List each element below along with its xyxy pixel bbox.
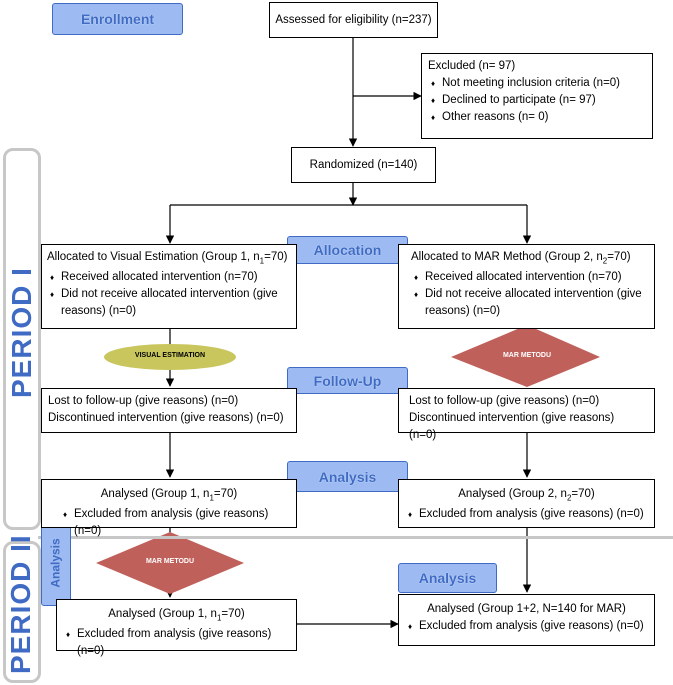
stage-analysis-vertical: Analysis	[41, 519, 71, 606]
excluded-title: Excluded (n= 97)	[428, 60, 516, 72]
excluded-box: Excluded (n= 97) Not meeting inclusion c…	[421, 53, 653, 139]
group1-allocation-box: Allocated to Visual Estimation (Group 1,…	[41, 244, 297, 329]
followup-right-box: Lost to follow-up (give reasons) (n=0) D…	[398, 388, 655, 441]
mar-diamond-period2	[96, 532, 244, 594]
analysis-p1-left-excluded: Excluded from analysis (give reasons) (n…	[60, 506, 290, 540]
mar-tag-period1: MAR METODU	[502, 352, 552, 359]
excluded-item: Declined to participate (n= 97)	[428, 92, 646, 109]
group1-allocation-item: Did not receive allocated intervention (…	[47, 286, 291, 320]
followup-left-lost: Lost to follow-up (give reasons) (n=0)	[48, 395, 239, 407]
group2-allocation-item: Received allocated intervention (n=70)	[411, 269, 649, 286]
excluded-item: Not meeting inclusion criteria (n=0)	[428, 75, 646, 92]
analysis-p1-left-title: Analysed (Group 1, n1=70)	[100, 488, 238, 503]
analysis-p1-right-title: Analysed (Group 2, n2=70)	[458, 488, 595, 503]
analysis-p2-left-box: Analysed (Group 1, n1=70) Excluded from …	[56, 599, 297, 657]
period2-label: PERIOD II	[5, 534, 36, 674]
group1-allocation-item: Received allocated intervention (n=70)	[47, 269, 291, 286]
mar-diamond-period1	[451, 325, 600, 387]
followup-left-box: Lost to follow-up (give reasons) (n=0) D…	[41, 388, 297, 433]
analysis-p2-right-title: Analysed (Group 1+2, N=140 for MAR)	[427, 603, 626, 615]
stage-allocation: Allocation	[287, 236, 408, 264]
analysis-p2-left-excluded: Excluded from analysis (give reasons) (n…	[63, 626, 290, 660]
group2-allocation-item: Did not receive allocated intervention (…	[411, 286, 649, 320]
excluded-item: Other reasons (n= 0)	[428, 109, 646, 126]
period-divider	[38, 536, 673, 539]
analysis-p2-left-title: Analysed (Group 1, n1=70)	[108, 608, 245, 623]
period1-label: PERIOD I	[6, 267, 37, 398]
analysis-p2-right-box: Analysed (Group 1+2, N=140 for MAR) Excl…	[398, 594, 655, 646]
visual-estimation-tag: VISUAL ESTIMATION	[134, 352, 206, 359]
stage-enrollment: Enrollment	[52, 3, 183, 35]
assessed-box: Assessed for eligibility (n=237)	[269, 2, 438, 38]
analysis-p1-right-box: Analysed (Group 2, n2=70) Excluded from …	[398, 479, 655, 528]
followup-left-discontinued: Discontinued intervention (give reasons)…	[48, 412, 284, 424]
group2-allocation-title: Allocated to MAR Method (Group 2, n2=70)	[411, 251, 631, 266]
mar-tag-period2: MAR METODU	[145, 558, 195, 565]
analysis-p2-right-excluded: Excluded from analysis (give reasons) (n…	[405, 618, 648, 635]
followup-right-lost: Lost to follow-up (give reasons) (n=0)	[409, 395, 600, 407]
analysis-p1-left-box: Analysed (Group 1, n1=70) Excluded from …	[41, 479, 297, 537]
group2-allocation-box: Allocated to MAR Method (Group 2, n2=70)…	[398, 244, 655, 329]
followup-right-discontinued: Discontinued intervention (give reasons)…	[409, 412, 615, 441]
randomized-box: Randomized (n=140)	[291, 147, 436, 183]
stage-analysis-p1: Analysis	[287, 461, 408, 492]
stage-analysis-p2: Analysis	[398, 563, 497, 593]
visual-estimation-ellipse	[104, 344, 236, 370]
period2-frame	[3, 541, 41, 683]
period1-frame	[3, 148, 41, 530]
stage-follow-up: Follow-Up	[287, 367, 408, 394]
analysis-p1-right-excluded: Excluded from analysis (give reasons) (n…	[405, 506, 648, 523]
group1-allocation-title: Allocated to Visual Estimation (Group 1,…	[47, 251, 288, 266]
